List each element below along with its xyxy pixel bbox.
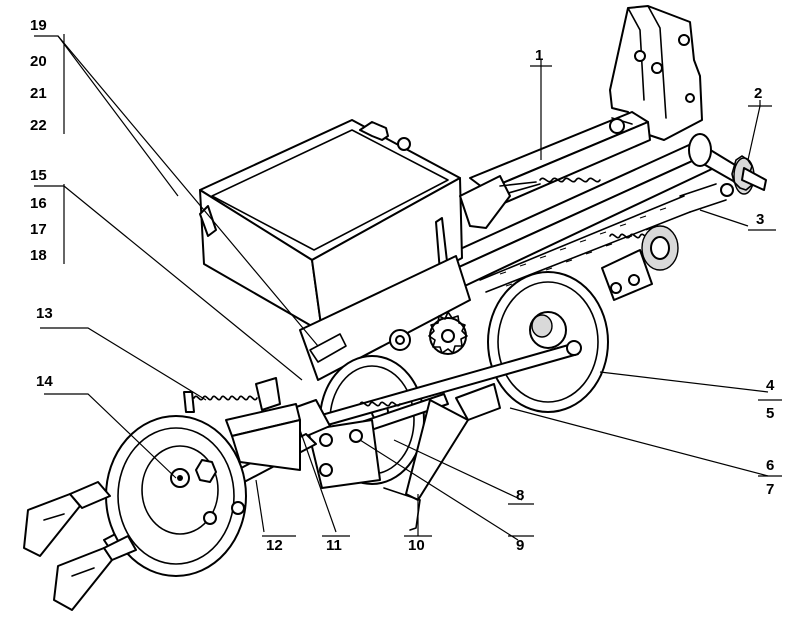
label-6: 6 <box>766 457 774 474</box>
front-spring <box>183 377 281 413</box>
front-gauge-wheel <box>105 415 247 577</box>
leader-13 <box>40 327 207 401</box>
label-17: 17 <box>30 221 47 238</box>
metering-housing <box>299 255 554 381</box>
drive-chain <box>479 183 727 293</box>
label-2: 2 <box>754 85 762 102</box>
label-3: 3 <box>756 211 764 228</box>
label-20: 20 <box>30 53 47 70</box>
label-16: 16 <box>30 195 47 212</box>
label-21: 21 <box>30 85 47 102</box>
label-8: 8 <box>516 487 524 504</box>
leader-6 <box>509 407 769 477</box>
rear-press-wheel <box>487 271 609 413</box>
label-7: 7 <box>766 481 774 498</box>
label-11: 11 <box>326 537 342 554</box>
scraper-tines <box>23 481 137 611</box>
leader-3 <box>699 209 749 227</box>
leader-9 <box>359 439 519 541</box>
label-10: 10 <box>408 537 425 554</box>
label-9: 9 <box>516 537 524 554</box>
leader-8 <box>393 439 523 501</box>
label-22: 22 <box>30 117 47 134</box>
label-13: 13 <box>36 305 53 322</box>
label-15: 15 <box>30 167 47 184</box>
leader-11 <box>299 429 337 533</box>
mounting-bracket <box>609 5 703 141</box>
clutch-and-spring <box>497 177 679 301</box>
marker-handle <box>383 487 421 531</box>
leader-12 <box>255 479 265 533</box>
label-19: 19 <box>30 17 47 34</box>
part-labels: 19 20 21 22 15 16 17 18 13 14 1 2 3 4 5 … <box>30 17 775 554</box>
leader-lines <box>34 34 782 541</box>
label-4: 4 <box>766 377 775 394</box>
label-1: 1 <box>535 47 543 64</box>
seed-hopper <box>199 119 537 333</box>
label-12: 12 <box>266 537 283 554</box>
leader-2 <box>747 100 761 161</box>
leader-19b <box>57 35 179 197</box>
leader-4 <box>599 371 769 393</box>
drive-sprocket-assembly <box>688 133 767 197</box>
machine-drawing <box>23 5 767 611</box>
label-14: 14 <box>36 373 53 390</box>
label-5: 5 <box>766 405 774 422</box>
leader-14 <box>44 393 177 479</box>
label-18: 18 <box>30 247 47 264</box>
intermediate-sprocket <box>428 311 468 355</box>
